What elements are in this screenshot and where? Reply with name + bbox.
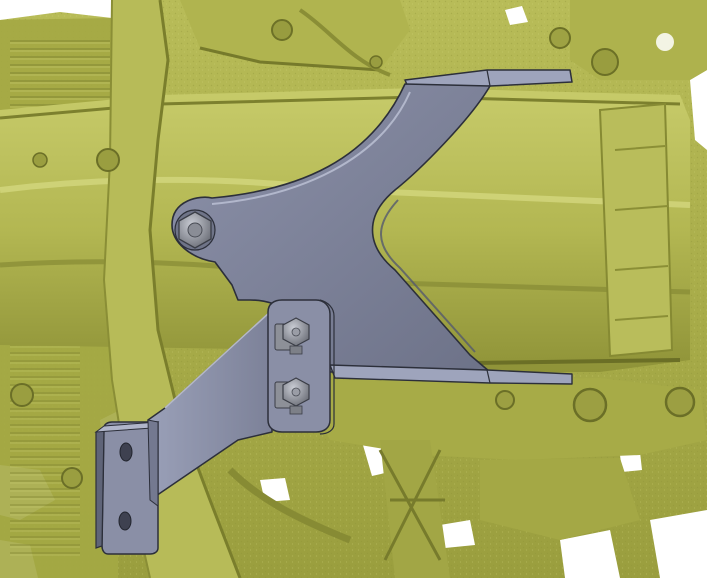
bracket-top-flange-edge [486,69,491,87]
scan-lower-boss-1 [572,387,608,423]
scan-lower-right-block [480,458,640,540]
scan-rail-bolt [96,148,120,172]
scan-top-bracket-edge [199,46,381,72]
scan-lower-boss-3 [495,390,515,410]
bracket-foot-plate [101,421,159,555]
bracket-mount-plate-side [319,299,335,435]
bracket-foot-strap-join [147,419,159,507]
bracket-bolt-upper [274,317,310,355]
scan-right-bolt-hole [656,33,674,51]
bracket-main-plate-bevel [211,91,411,205]
scan-cable-clip [369,55,383,69]
bracket-main-plate [171,83,491,373]
bracket-foot-hole-upper [119,442,133,462]
bracket-bottom-flange-edge [486,369,491,384]
scan-lower-pipe [227,467,352,544]
scan-rail-panel [598,102,674,358]
scan-cable [298,8,391,77]
bracket-pivot-bolt [174,209,216,251]
scan-left-ribs-lower [10,330,80,560]
scan-rail-bolt-2 [32,152,48,168]
scan-lower-boss-2 [664,386,696,418]
bracket-foot-plate-side [95,427,105,549]
bracket-main-plate-shade [380,199,476,353]
scan-left-bolt-1 [10,383,34,407]
scan-rail-panel-lines [614,145,669,321]
scan-lower-lattice [378,449,445,561]
bracket-foot-hole-lower [118,511,132,531]
scan-cross-tube-edge [148,0,242,578]
bracket-bolt-lower [274,377,310,415]
scan-left-bolt-2 [61,467,83,489]
scan-rail-upper-edge [0,95,681,120]
scan-bolt-top [271,19,293,41]
scan-right-boss [591,48,619,76]
bracket-strap-edge [164,311,271,409]
scan-right-boss-top [549,27,571,49]
scan-right-block [570,0,707,80]
bracket-assembly [94,69,573,555]
